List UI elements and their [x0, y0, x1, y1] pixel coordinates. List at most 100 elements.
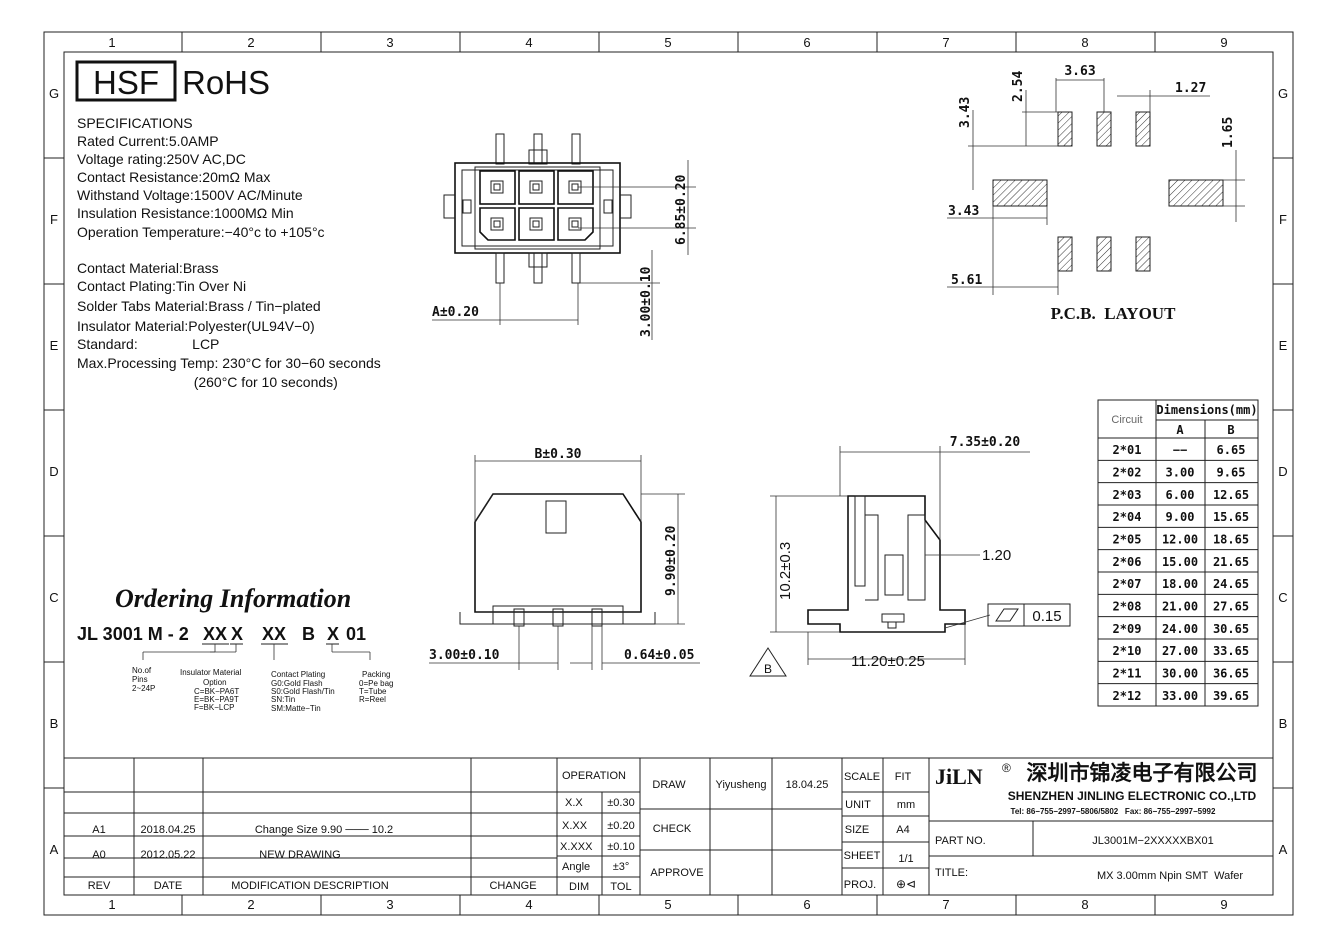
dim-side-pin: 0.64±0.05	[624, 648, 694, 663]
desc-header: MODIFICATION DESCRIPTION	[231, 880, 389, 892]
table-b-cell: 12.65	[1213, 488, 1249, 502]
legend-insulator: E=BK−PA9T	[194, 695, 239, 704]
material-line: Max.Processing Temp: 230°C for 30−60 sec…	[77, 355, 381, 371]
dim-profile-width: 7.35±0.20	[950, 435, 1021, 450]
legend-plating: Contact Plating	[271, 670, 325, 679]
table-dims-header: Dimensions(mm)	[1156, 403, 1257, 417]
legend-packing: R=Reel	[359, 695, 386, 704]
drawer-name: Yiyusheng	[716, 779, 767, 791]
company-block: JiLN ® 深圳市锦凌电子有限公司 SHENZHEN JINLING ELEC…	[935, 761, 1258, 882]
ordering-legend: No.of Pins 2~24P Insulator Material Opti…	[132, 666, 393, 713]
col-label: 3	[386, 35, 393, 50]
table-circuit-cell: 2*09	[1113, 622, 1142, 636]
rev-header: REV	[88, 880, 111, 892]
col-label: 9	[1220, 897, 1227, 912]
table-b-cell: 24.65	[1213, 577, 1249, 591]
draw-date: 18.04.25	[786, 779, 829, 791]
row-labels: G F E D C B A G F E D C B A	[49, 86, 1288, 857]
sheet-value: 1/1	[898, 853, 913, 865]
row-label: C	[49, 590, 58, 605]
tol-value: ±0.20	[607, 820, 634, 832]
row-label: C	[1278, 590, 1287, 605]
legend-insulator: Insulator Material	[180, 668, 242, 677]
unit-label: UNIT	[845, 799, 871, 811]
material-line: Standard: LCP	[77, 336, 219, 352]
part-no-label: PART NO.	[935, 835, 986, 847]
table-circuit-cell: 2*08	[1113, 600, 1142, 614]
company-name-cn: 深圳市锦凌电子有限公司	[1027, 761, 1258, 785]
code-seg-packing: X	[327, 624, 339, 644]
projection-icon: ⊕⊲	[896, 877, 916, 891]
table-circuit-cell: 2*10	[1113, 644, 1142, 658]
code-seg-insulator: X	[231, 624, 243, 644]
title-block-grid	[64, 757, 1273, 895]
proj-label: PROJ.	[844, 879, 876, 891]
legend-pins: Pins	[132, 675, 148, 684]
legend-pins: 2~24P	[132, 684, 155, 693]
tol-dim: X.XX	[562, 820, 588, 832]
material-line: (260°C for 10 seconds)	[77, 374, 338, 390]
spec-line: Voltage rating:250V AC,DC	[77, 151, 246, 167]
col-label: 5	[664, 897, 671, 912]
row-label: A	[50, 842, 59, 857]
legend-insulator: Option	[203, 678, 227, 687]
table-b-cell: 36.65	[1213, 667, 1249, 681]
dim-profile-height: 10.2±0.3	[777, 542, 794, 600]
dim-side-b: B±0.30	[535, 447, 582, 462]
table-b-cell: 21.65	[1213, 555, 1249, 569]
spec-line: Operation Temperature:−40°c to +105°c	[77, 224, 325, 240]
pcb-dim-561: 5.61	[951, 273, 982, 288]
revision-table: A1 2018.04.25 Change Size 9.90 ─── 10.2 …	[88, 824, 537, 892]
part-no-value: JL3001M−2XXXXXBX01	[1092, 835, 1213, 847]
draw-label: DRAW	[652, 779, 686, 791]
col-label: 5	[664, 35, 671, 50]
row-label: D	[1278, 464, 1287, 479]
col-label: 4	[525, 897, 532, 912]
code-seg-01: 01	[346, 624, 366, 644]
scale-value: FIT	[895, 771, 912, 783]
pcb-dim-363: 3.63	[1064, 64, 1095, 79]
col-label: 6	[803, 897, 810, 912]
pcb-dim-165: 1.65	[1221, 117, 1236, 148]
spec-line: Contact Resistance:20mΩ Max	[77, 169, 270, 185]
pcb-dim-127: 1.27	[1175, 81, 1206, 96]
table-circuit-cell: 2*01	[1113, 443, 1142, 457]
material-line: Contact Material:Brass	[77, 260, 219, 276]
dim-side-height: 9.90±0.20	[664, 525, 679, 596]
table-col-a: A	[1176, 423, 1184, 437]
row-label: F	[1279, 212, 1287, 227]
rohs-logo: RoHS	[182, 64, 270, 101]
pcb-dim-343b: 3.43	[948, 204, 979, 219]
spec-line: Insulation Resistance:1000MΩ Min	[77, 205, 294, 221]
col-label: 2	[247, 897, 254, 912]
scale-label: SCALE	[844, 771, 880, 783]
date-cell: 2012.05.22	[140, 849, 195, 861]
table-a-cell: 21.00	[1162, 600, 1198, 614]
dim-side-pitch: 3.00±0.10	[429, 648, 500, 663]
dim-profile-base: 11.20±0.25	[851, 653, 925, 670]
table-a-cell: 12.00	[1162, 533, 1198, 547]
ordering-title: Ordering Information	[115, 584, 351, 613]
table-a-cell: 33.00	[1162, 689, 1198, 703]
sheet-label: SHEET	[844, 850, 881, 862]
material-line: Insulator Material:Polyester(UL94V−0)	[77, 318, 315, 334]
pcb-dim-343a: 3.43	[958, 97, 973, 128]
table-circuit-header: Circuit	[1111, 414, 1142, 426]
tol-header: TOL	[610, 881, 631, 893]
legend-plating: S0:Gold Flash/Tin	[271, 687, 335, 696]
table-b-cell: 39.65	[1213, 689, 1249, 703]
table-a-cell: 3.00	[1166, 466, 1195, 480]
table-b-cell: 27.65	[1213, 600, 1249, 614]
front-view-drawing	[432, 133, 696, 340]
side-view-drawing	[429, 455, 700, 670]
check-label: CHECK	[653, 823, 692, 835]
desc-cell: Change Size 9.90 ─── 10.2	[255, 824, 393, 836]
material-line: Contact Plating:Tin Over Ni	[77, 278, 246, 294]
ordering-code: JL 3001 M - 2 XX X XX B X 01	[77, 624, 371, 660]
dim-front-height: 6.85±0.20	[674, 174, 689, 245]
table-a-cell: −−	[1173, 443, 1187, 457]
row-label: G	[1278, 86, 1288, 101]
table-a-cell: 18.00	[1162, 577, 1198, 591]
pcb-dim-254: 2.54	[1011, 71, 1026, 102]
